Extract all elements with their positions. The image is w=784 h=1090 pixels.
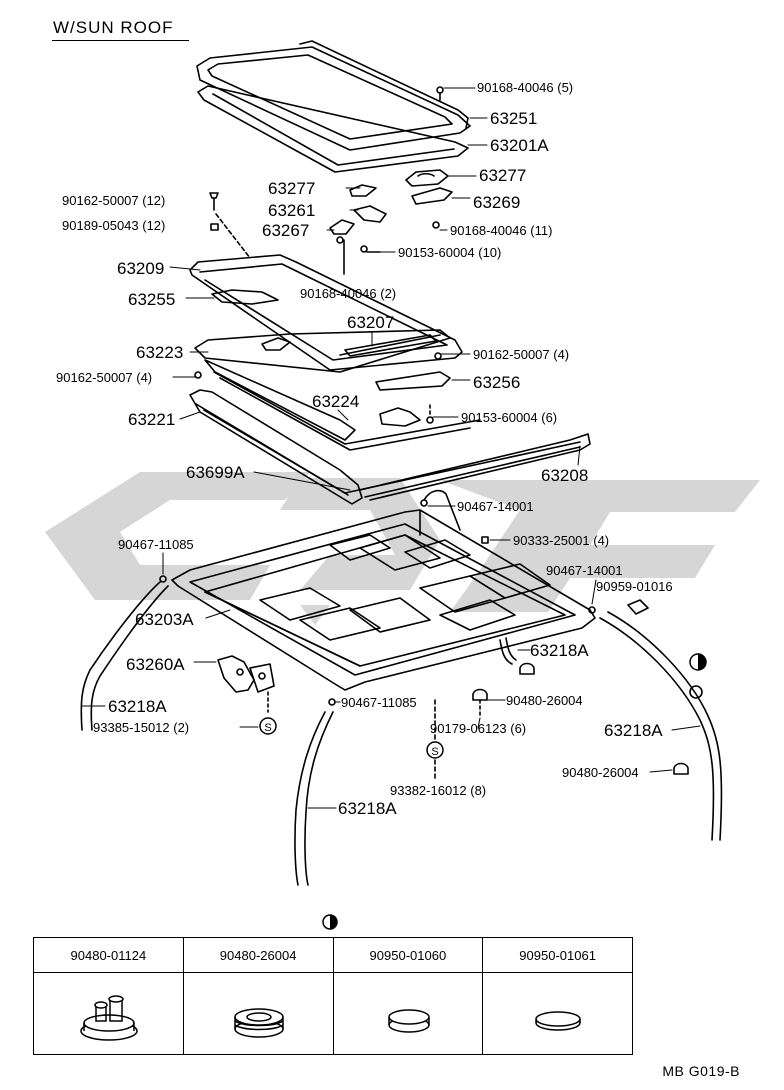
drive-motor	[217, 655, 275, 713]
legend-cell: 90480-01124	[34, 938, 184, 1054]
legend-table: 90480-01124 90480-26004	[33, 937, 633, 1055]
screw-pair	[209, 192, 251, 259]
callout-label: 63260A	[126, 655, 185, 674]
sunroof-glass-panel	[196, 40, 471, 173]
half-circle-marker-icon	[689, 653, 707, 671]
callout-label: 63251	[490, 109, 538, 128]
legend-cell: 90950-01060	[333, 938, 484, 1054]
callout-label: 63203A	[135, 610, 194, 629]
callout-label: 90162-50007 (4)	[473, 347, 570, 362]
drain-hose-rear-center	[294, 711, 334, 886]
callout-label: 90480-26004	[506, 693, 583, 708]
legend-cell: 90950-01061	[483, 938, 632, 1054]
callout-label: 90168-40046 (11)	[450, 223, 553, 238]
callout-label: 93385-15012 (2)	[93, 720, 190, 735]
grommet-ribbed-icon	[234, 1008, 284, 1038]
sunroof-frame-upper	[189, 254, 463, 371]
s-mark-housing: S	[426, 741, 444, 759]
callout-label: 63218A	[338, 799, 397, 818]
reference-code: MB G019-B	[662, 1063, 740, 1079]
callout-label: 63277	[479, 166, 527, 185]
callout-label: 63277	[268, 179, 316, 198]
drain-hose-right-front	[599, 611, 723, 841]
plug-cap-flat-icon	[535, 1011, 581, 1031]
svg-text:S: S	[431, 746, 438, 758]
callout-label: 63218A	[530, 641, 589, 660]
callout-label: 90153-60004 (10)	[398, 245, 502, 260]
callout-label: 63221	[128, 410, 176, 429]
half-circle-legend-icon	[322, 914, 338, 930]
drain-hose-short	[423, 489, 461, 531]
legend-part-number: 90480-01124	[34, 938, 183, 973]
callout-label: 90333-25001 (4)	[513, 533, 610, 548]
callout-label: 90162-50007 (4)	[56, 370, 153, 385]
callout-label: 90467-14001	[546, 563, 623, 578]
leader-lines	[81, 87, 701, 809]
callout-label: 63207	[347, 313, 395, 332]
callout-label: 90189-05043 (12)	[62, 218, 166, 233]
sunroof-housing	[171, 509, 596, 691]
callout-label: 63224	[312, 392, 360, 411]
drain-hose-right-short	[499, 637, 517, 665]
legend-part-number: 90950-01061	[483, 938, 632, 973]
callout-label: 63218A	[108, 697, 167, 716]
callout-label: 63223	[136, 343, 184, 362]
drive-rail-frame	[194, 329, 481, 451]
callout-label: 90467-11085	[341, 695, 417, 710]
s-mark-motor: S	[259, 717, 277, 735]
callout-label: 90467-11085	[118, 537, 194, 552]
legend-cell: 90480-26004	[183, 938, 334, 1054]
legend-part-number: 90480-26004	[183, 938, 333, 973]
callout-label: 93382-16012 (8)	[390, 783, 487, 798]
grommet-stepped-icon	[80, 995, 138, 1041]
title-underline	[52, 40, 189, 41]
plug-cap-icon	[387, 1009, 430, 1033]
callout-label: 63209	[117, 259, 165, 278]
callout-label: 90168-40046 (5)	[477, 80, 574, 95]
callout-label: 90153-60004 (6)	[461, 410, 558, 425]
callout-label: 63255	[128, 290, 176, 309]
callout-label: 90179-06123 (6)	[430, 721, 527, 736]
callout-label: 63218A	[604, 721, 663, 740]
callout-label: 63267	[262, 221, 310, 240]
drain-pan	[189, 389, 591, 505]
callout-label: 63269	[473, 193, 521, 212]
callout-label: 63201A	[490, 136, 549, 155]
diagram-title: W/SUN ROOF	[53, 18, 174, 37]
callout-label: 63261	[268, 201, 316, 220]
callout-label: 63208	[541, 466, 589, 485]
legend-part-number: 90950-01060	[333, 938, 483, 973]
svg-text:S: S	[264, 722, 271, 734]
callout-label: 63256	[473, 373, 521, 392]
callout-label: 90162-50007 (12)	[62, 193, 166, 208]
callout-label: 63699A	[186, 463, 245, 482]
callout-label: 90467-14001	[457, 499, 534, 514]
callout-label: 90480-26004	[562, 765, 639, 780]
hose-clip	[159, 499, 703, 775]
callout-label: 90168-40046 (2)	[300, 286, 397, 301]
callout-label: 90959-01016	[596, 579, 673, 594]
glass-bracket	[349, 169, 453, 205]
